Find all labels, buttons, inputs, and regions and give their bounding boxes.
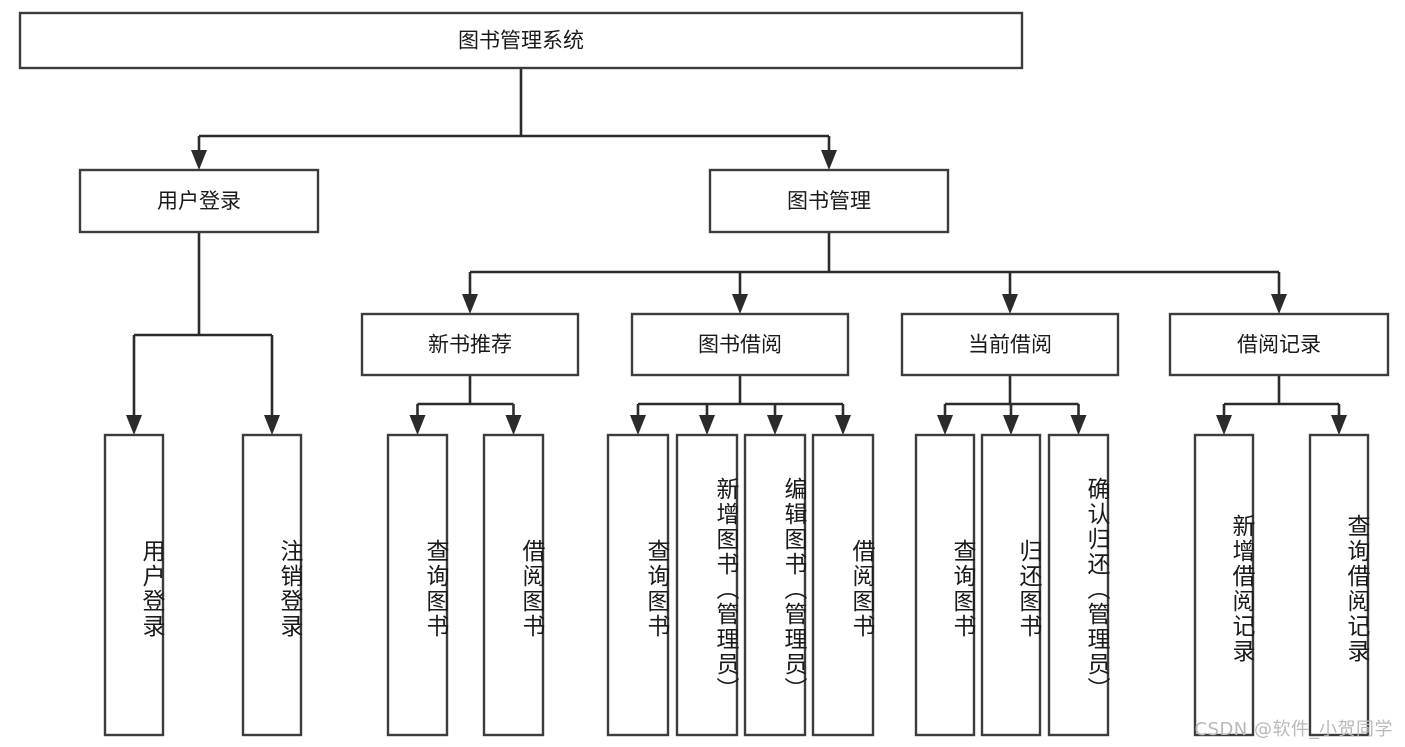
branch-root-to-user-login-head	[191, 150, 207, 170]
branch-book-manage-to-current-borrow-head	[1002, 294, 1018, 314]
node-box-leaf-nb-query[interactable]	[386, 433, 449, 737]
node-label-book-manage: 图书管理	[787, 189, 871, 213]
branch-book-manage-to-book-borrow-head	[732, 294, 748, 314]
node-label-borrow-record: 借阅记录	[1237, 333, 1321, 357]
node-box-leaf-cb-query[interactable]	[914, 433, 976, 737]
branch-book-manage-to-new-book-rec-head	[462, 294, 478, 314]
branch-new-book-rec-to-leaf-nb-query-head	[409, 415, 426, 435]
node-box-leaf-bb-borrow[interactable]	[811, 433, 875, 737]
branch-current-borrow-to-leaf-cb-return-head	[1003, 415, 1019, 435]
node-box-leaf-bb-query[interactable]	[606, 433, 670, 737]
watermark: CSDN @软件_小贺同学	[1194, 719, 1393, 740]
node-box-new-book-rec[interactable]	[360, 312, 580, 377]
node-box-leaf-br-query[interactable]	[1308, 433, 1370, 737]
branch-borrow-record-to-leaf-br-query-head	[1331, 415, 1347, 435]
node-label-user-login: 用户登录	[157, 189, 241, 213]
node-label-book-borrow: 图书借阅	[698, 333, 782, 357]
node-label-root: 图书管理系统	[458, 29, 584, 53]
branch-book-borrow-to-leaf-bb-borrow-head	[835, 415, 851, 435]
node-box-leaf-cb-confirm[interactable]	[1047, 433, 1110, 737]
branch-user-login-to-leaf-user-logout-head	[264, 415, 280, 435]
branch-book-borrow-to-leaf-bb-edit-head	[767, 415, 783, 435]
branch-user-login-to-leaf-user-login-head	[126, 415, 142, 435]
node-box-leaf-user-login[interactable]	[103, 433, 165, 737]
node-box-current-borrow[interactable]	[900, 312, 1120, 377]
node-box-borrow-record[interactable]	[1168, 312, 1390, 377]
node-label-new-book-rec: 新书推荐	[428, 333, 512, 357]
branch-current-borrow-to-leaf-cb-query-head	[937, 415, 953, 435]
node-box-leaf-cb-return[interactable]	[980, 433, 1042, 737]
node-box-leaf-br-add[interactable]	[1193, 433, 1255, 737]
branch-current-borrow-to-leaf-cb-confirm-head	[1070, 415, 1087, 435]
node-label-current-borrow: 当前借阅	[968, 333, 1052, 357]
node-box-leaf-bb-add[interactable]	[675, 433, 739, 737]
branch-book-manage-to-borrow-record-head	[1271, 294, 1287, 314]
node-box-leaf-bb-edit[interactable]	[743, 433, 807, 737]
node-box-book-manage[interactable]	[708, 168, 950, 234]
branch-book-borrow-to-leaf-bb-query-head	[630, 415, 646, 435]
node-box-leaf-nb-borrow[interactable]	[482, 433, 545, 737]
node-box-book-borrow[interactable]	[630, 312, 850, 377]
branch-borrow-record-to-leaf-br-add-head	[1216, 415, 1232, 435]
connector-layer	[126, 68, 1347, 435]
branch-book-borrow-to-leaf-bb-add-head	[699, 415, 715, 435]
node-box-leaf-user-logout[interactable]	[241, 433, 303, 737]
node-box-root[interactable]	[18, 11, 1024, 70]
node-box-user-login[interactable]	[78, 168, 320, 234]
box-layer	[18, 11, 1390, 737]
branch-root-to-book-manage-head	[821, 150, 837, 170]
branch-new-book-rec-to-leaf-nb-borrow-head	[505, 415, 522, 435]
